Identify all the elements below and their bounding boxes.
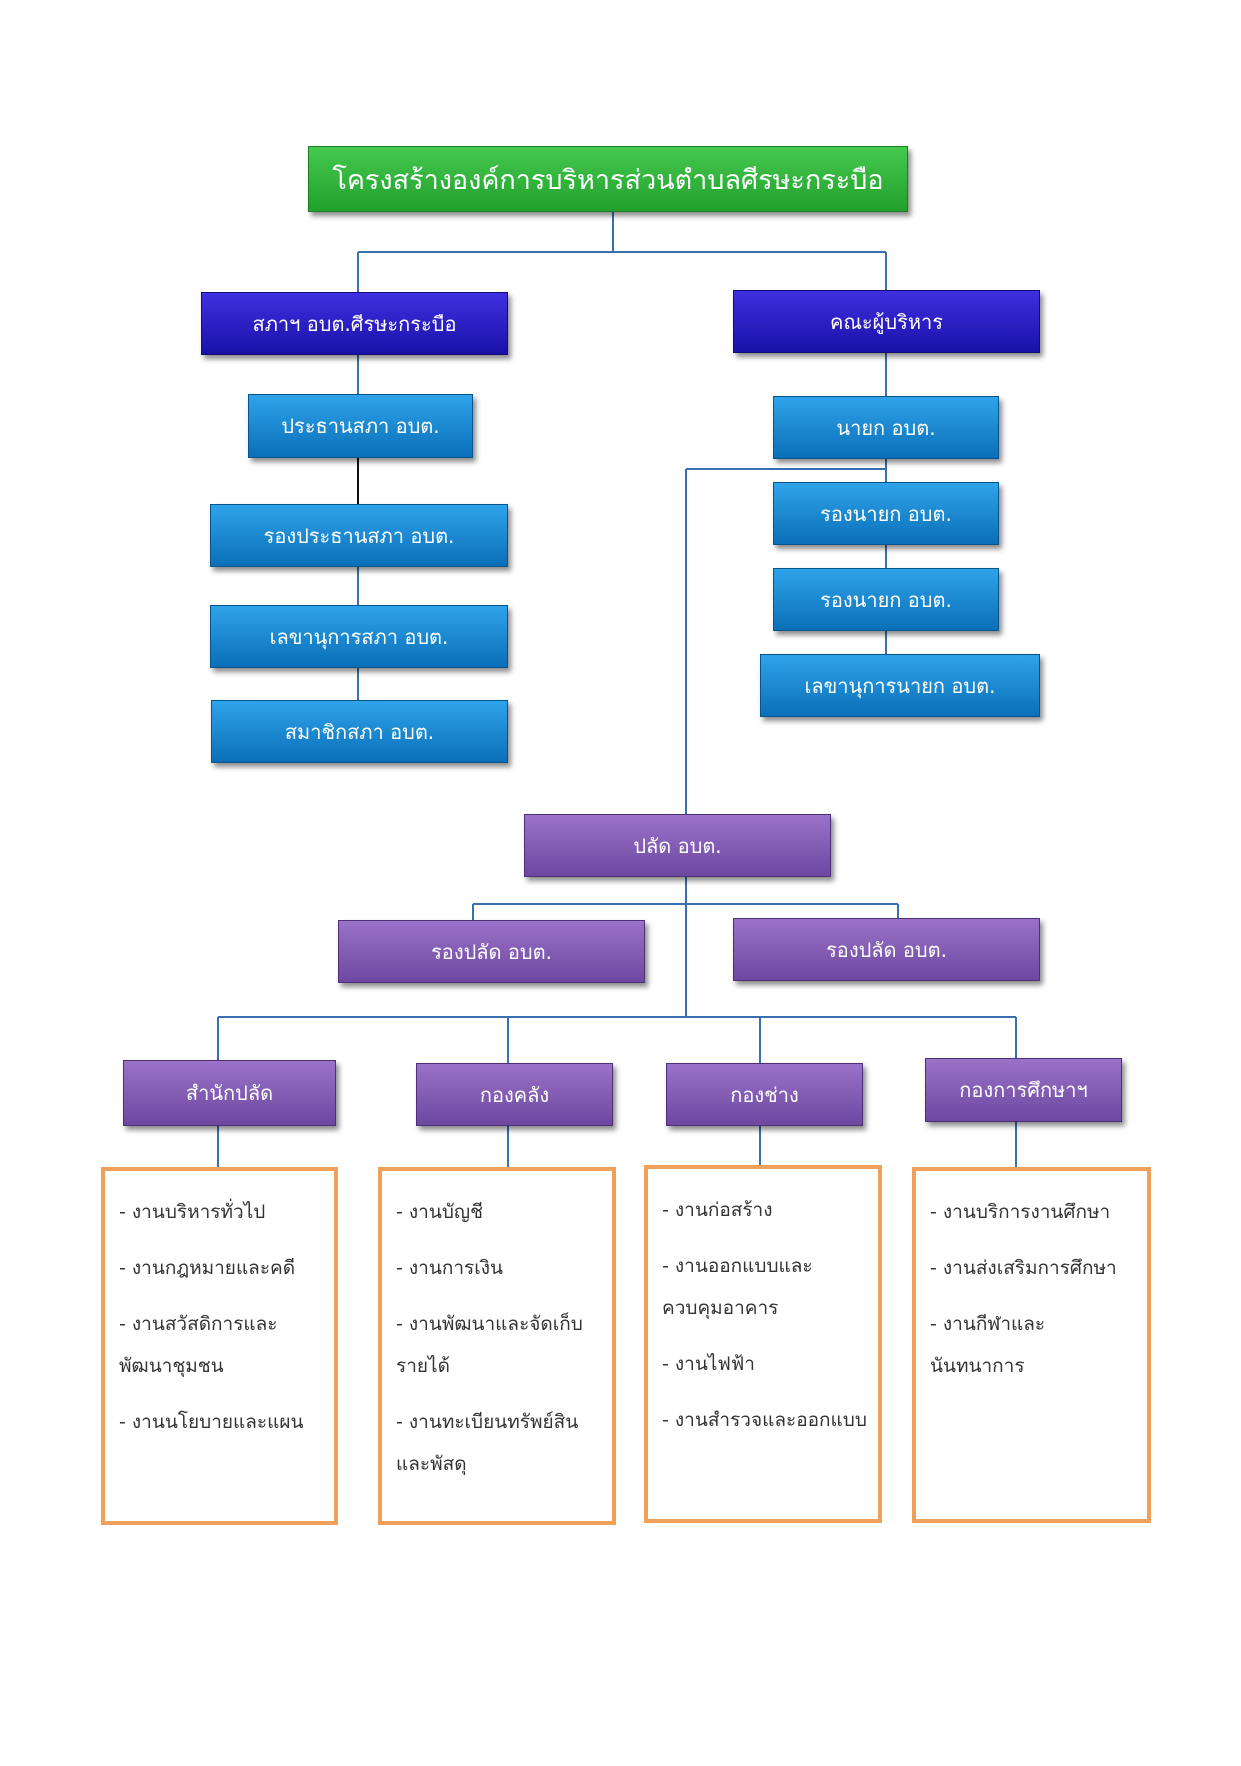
task-item: - งานบริหารทั่วไป	[119, 1201, 266, 1223]
task-item: - งานนโยบายและแผน	[119, 1411, 304, 1433]
deputy-clerk-box-2: รองปลัด อบต.	[733, 918, 1040, 981]
task-item: - งานกฎหมายและคดี	[119, 1257, 296, 1279]
task-item: - งานสำรวจและออกแบบ	[662, 1409, 867, 1431]
mayor-box: นายก อบต.	[773, 396, 999, 459]
council-box: สภาฯ อบต.ศีรษะกระบือ	[201, 292, 508, 355]
page-title: โครงสร้างองค์การบริหารส่วนตำบลศีรษะกระบื…	[308, 146, 908, 212]
department-box-engineering: กองช่าง	[666, 1063, 863, 1126]
task-item: - งานบริการงานศึกษา	[930, 1201, 1111, 1223]
executive-box: คณะผู้บริหาร	[733, 290, 1040, 353]
task-item: - งานทะเบียนทรัพย์สินและพัสดุ	[396, 1411, 579, 1475]
task-item: - งานก่อสร้าง	[662, 1199, 773, 1221]
task-box-office: - งานบริหารทั่วไป - งานกฎหมายและคดี - งา…	[101, 1167, 338, 1525]
task-box-education: - งานบริการงานศึกษา - งานส่งเสริมการศึกษ…	[912, 1167, 1151, 1523]
task-box-engineering: - งานก่อสร้าง - งานออกแบบและควบคุมอาคาร …	[644, 1165, 882, 1523]
task-item: - งานไฟฟ้า	[662, 1353, 755, 1375]
council-vice-chair-box: รองประธานสภา อบต.	[210, 504, 508, 567]
task-item: - งานสวัสดิการและพัฒนาชุมชน	[119, 1313, 278, 1377]
council-chair-box: ประธานสภา อบต.	[248, 394, 473, 458]
task-item: - งานบัญชี	[396, 1201, 483, 1223]
department-box-education: กองการศึกษาฯ	[925, 1058, 1122, 1122]
deputy-clerk-box-1: รองปลัด อบต.	[338, 920, 645, 983]
deputy-mayor-box-2: รองนายก อบต.	[773, 568, 999, 631]
department-box-office: สำนักปลัด	[123, 1060, 336, 1126]
task-item: - งานพัฒนาและจัดเก็บรายได้	[396, 1313, 583, 1377]
department-box-finance: กองคลัง	[416, 1063, 613, 1126]
council-secretary-box: เลขานุการสภา อบต.	[210, 605, 508, 668]
task-item: - งานออกแบบและควบคุมอาคาร	[662, 1255, 813, 1319]
task-item: - งานกีฬาและนันทนาการ	[930, 1313, 1046, 1377]
deputy-mayor-box-1: รองนายก อบต.	[773, 482, 999, 545]
council-members-box: สมาชิกสภา อบต.	[211, 700, 508, 763]
task-item: - งานส่งเสริมการศึกษา	[930, 1257, 1117, 1279]
clerk-box: ปลัด อบต.	[524, 814, 831, 877]
task-item: - งานการเงิน	[396, 1257, 503, 1279]
mayor-secretary-box: เลขานุการนายก อบต.	[760, 654, 1040, 717]
task-box-finance: - งานบัญชี - งานการเงิน - งานพัฒนาและจัด…	[378, 1167, 616, 1525]
